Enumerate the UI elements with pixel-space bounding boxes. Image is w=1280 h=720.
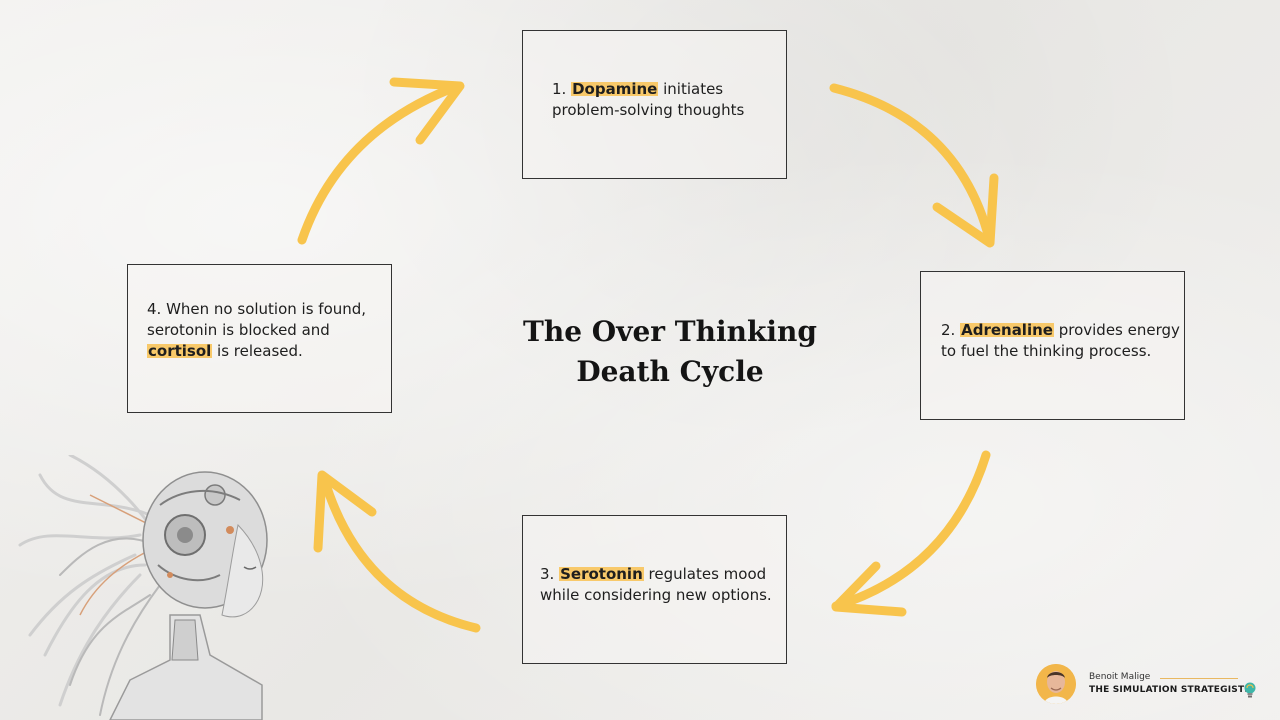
robot-illustration	[18, 455, 268, 720]
title-line-2: Death Cycle	[576, 355, 764, 388]
step-3-text: 3. Serotonin regulates mood while consid…	[540, 564, 772, 604]
brand-person-name: Benoit Malige	[1089, 672, 1151, 682]
brand-company-name: THE SIMULATION STRATEGISTS	[1089, 685, 1251, 695]
step-1-text: 1. Dopamine initiates problem-solving th…	[552, 79, 745, 119]
avatar	[1036, 664, 1076, 704]
step-2-box: 2. Adrenaline provides energy to fuel th…	[920, 271, 1185, 420]
step-2-highlight: Adrenaline	[960, 320, 1054, 339]
title-line-1: The Over Thinking	[523, 315, 817, 348]
step-1-box: 1. Dopamine initiates problem-solving th…	[522, 30, 787, 179]
bulb-icon	[1244, 682, 1256, 698]
arrow-3-to-4	[313, 470, 481, 633]
step-4-box: 4. When no solution is found, serotonin …	[127, 264, 392, 413]
step-4-text: 4. When no solution is found, serotonin …	[147, 300, 367, 360]
step-1-highlight: Dopamine	[571, 79, 659, 98]
step-2-text: 2. Adrenaline provides energy to fuel th…	[941, 320, 1180, 360]
diagram-title: The Over Thinking Death Cycle	[490, 312, 850, 392]
arrow-4-to-1	[297, 77, 465, 245]
arrow-2-to-3	[831, 450, 991, 617]
brand-block: Benoit Malige THE SIMULATION STRATEGISTS	[1036, 663, 1266, 707]
step-3-highlight: Serotonin	[559, 564, 644, 583]
step-3-box: 3. Serotonin regulates mood while consid…	[522, 515, 787, 664]
arrow-1-to-2	[829, 83, 999, 248]
step-4-highlight: cortisol	[147, 342, 213, 360]
brand-divider	[1160, 678, 1238, 679]
